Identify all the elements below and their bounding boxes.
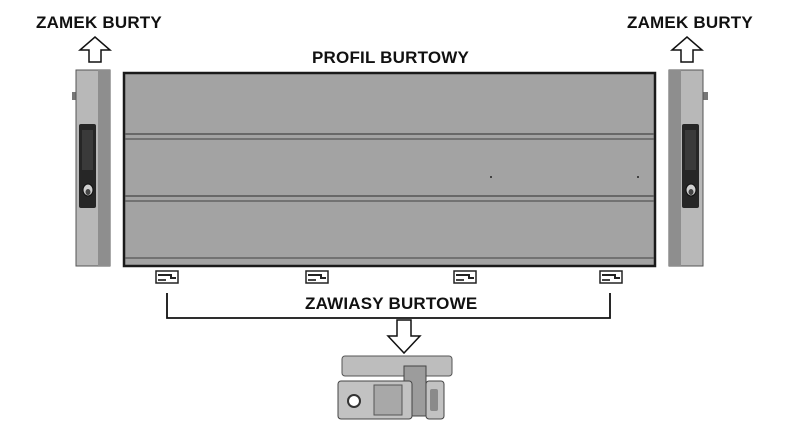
arrow-up-right-icon	[669, 36, 705, 63]
arrow-down-icon	[386, 319, 422, 355]
side-profile-panel	[122, 71, 657, 268]
hinges-bracket	[166, 293, 611, 319]
hinge-detail	[337, 355, 453, 420]
lock-right-label: ZAMEK BURTY	[627, 13, 753, 32]
hinges-label: ZAWIASY BURTOWE	[305, 294, 478, 313]
profile-label: PROFIL BURTOWY	[312, 48, 470, 67]
side-lock-right	[668, 69, 708, 267]
hinge-small-3	[453, 270, 477, 284]
side-lock-left	[72, 69, 111, 267]
lock-left-label: ZAMEK BURTY	[36, 13, 162, 32]
hinge-small-2	[305, 270, 329, 284]
arrow-up-left-icon	[77, 36, 113, 63]
hinge-small-1	[155, 270, 179, 284]
hinge-small-4	[599, 270, 623, 284]
